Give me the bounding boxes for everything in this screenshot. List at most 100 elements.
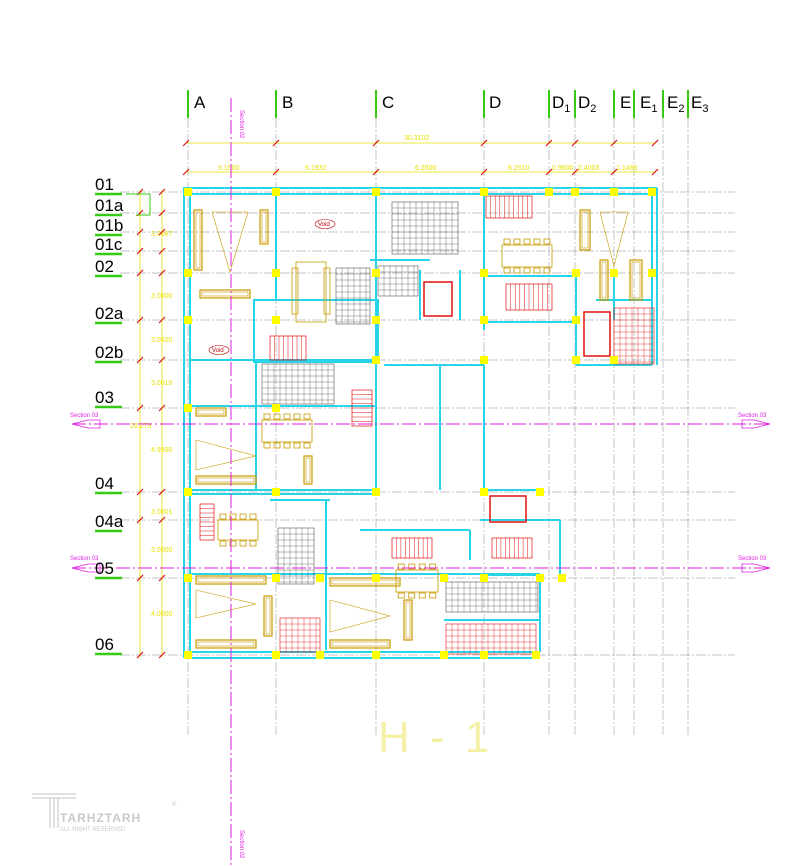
chair xyxy=(239,540,247,547)
sofa xyxy=(331,579,399,585)
column-axis-label: D2 xyxy=(578,93,596,115)
chair xyxy=(523,238,531,245)
chair xyxy=(303,442,311,449)
dimension-tick xyxy=(272,139,280,147)
chair xyxy=(533,267,541,274)
dimension-text-overall-vertical: 28.279 xyxy=(130,423,152,430)
table xyxy=(501,244,553,268)
dimension-text-row: 4.0000 xyxy=(151,611,173,618)
chair xyxy=(273,442,281,449)
sofa xyxy=(199,289,251,299)
rug xyxy=(329,599,392,633)
column xyxy=(480,651,488,659)
sofa xyxy=(631,261,641,299)
void-label-1: Void xyxy=(318,222,330,228)
column xyxy=(480,356,488,364)
chair xyxy=(408,592,416,599)
chair xyxy=(513,267,521,274)
chair xyxy=(323,267,331,315)
dimension-tick xyxy=(182,139,190,147)
sofa xyxy=(261,211,267,243)
logo-icon xyxy=(32,793,76,828)
chair xyxy=(263,442,271,449)
column xyxy=(372,356,380,364)
row-axis-label: 04 xyxy=(95,474,114,493)
dimension-text-row: 3.0010 xyxy=(151,380,173,387)
chair xyxy=(408,563,416,570)
tile-hatching-layer xyxy=(261,201,655,655)
column-axis-label: E2 xyxy=(667,93,684,115)
dimension-tick xyxy=(158,488,166,496)
sofa xyxy=(629,259,643,301)
dimension-text-overall: 30.3102 xyxy=(404,135,429,142)
chair xyxy=(283,442,291,449)
dimension-tick xyxy=(158,356,166,364)
column xyxy=(272,488,280,496)
column xyxy=(536,574,544,582)
dimension-tick xyxy=(136,356,144,364)
dimension-tick xyxy=(136,247,144,255)
column xyxy=(272,651,280,659)
tile-area xyxy=(613,307,655,365)
dimension-text-row: 3.0001 xyxy=(151,509,173,516)
column xyxy=(610,356,618,364)
column xyxy=(372,188,380,196)
column xyxy=(536,488,544,496)
tile-area xyxy=(377,265,419,297)
rug xyxy=(599,211,629,268)
sofa xyxy=(195,639,257,649)
column-axis-label: D1 xyxy=(552,93,570,115)
dimension-tick xyxy=(158,516,166,524)
dimension-text-row: 3.0000 xyxy=(151,293,173,300)
tile-area xyxy=(279,617,321,653)
dimension-tick xyxy=(272,168,280,176)
column-axis-label: E1 xyxy=(640,93,657,115)
dimension-tick xyxy=(136,228,144,236)
sofa xyxy=(201,291,249,297)
dimension-tick xyxy=(158,316,166,324)
void-labels: Void Void xyxy=(208,219,336,355)
column xyxy=(372,574,380,582)
chair xyxy=(503,267,511,274)
structural-columns xyxy=(184,188,656,659)
column xyxy=(272,574,280,582)
sofa xyxy=(403,599,413,641)
table xyxy=(395,569,439,593)
sofa xyxy=(197,641,255,647)
sofa xyxy=(601,261,607,299)
wall xyxy=(183,187,657,195)
table xyxy=(295,261,327,323)
watermark-registered: ® xyxy=(172,801,177,808)
chair xyxy=(543,267,551,274)
wall xyxy=(189,359,257,407)
rug xyxy=(211,211,249,274)
watermark-rights: ALL RIGHT RESERVED xyxy=(60,827,126,833)
column xyxy=(480,188,488,196)
column-axis-subscript: 2 xyxy=(590,103,596,115)
sofa xyxy=(263,595,273,637)
dimension-text-span: 2.4003 xyxy=(578,165,600,172)
sofa xyxy=(305,457,311,483)
chair xyxy=(397,592,405,599)
column xyxy=(316,651,324,659)
column-axis-label: A xyxy=(194,93,206,112)
row-bracket xyxy=(126,193,151,216)
column xyxy=(372,651,380,659)
tile-area xyxy=(445,623,537,655)
dimension-tick xyxy=(158,651,166,659)
dimension-tick xyxy=(158,228,166,236)
elevator xyxy=(423,281,453,317)
chair xyxy=(543,238,551,245)
column xyxy=(480,316,488,324)
dimension-tick xyxy=(158,269,166,277)
column-axis-subscript: 3 xyxy=(702,103,708,115)
dimension-tick xyxy=(480,168,488,176)
row-axis-label: 04a xyxy=(95,512,124,531)
chair xyxy=(249,513,257,520)
chair xyxy=(503,238,511,245)
column-axis-subscript: 1 xyxy=(564,103,570,115)
chair xyxy=(418,592,426,599)
column-axis-label: B xyxy=(282,93,293,112)
section-label-left-bottom: Section 03 xyxy=(70,556,99,562)
